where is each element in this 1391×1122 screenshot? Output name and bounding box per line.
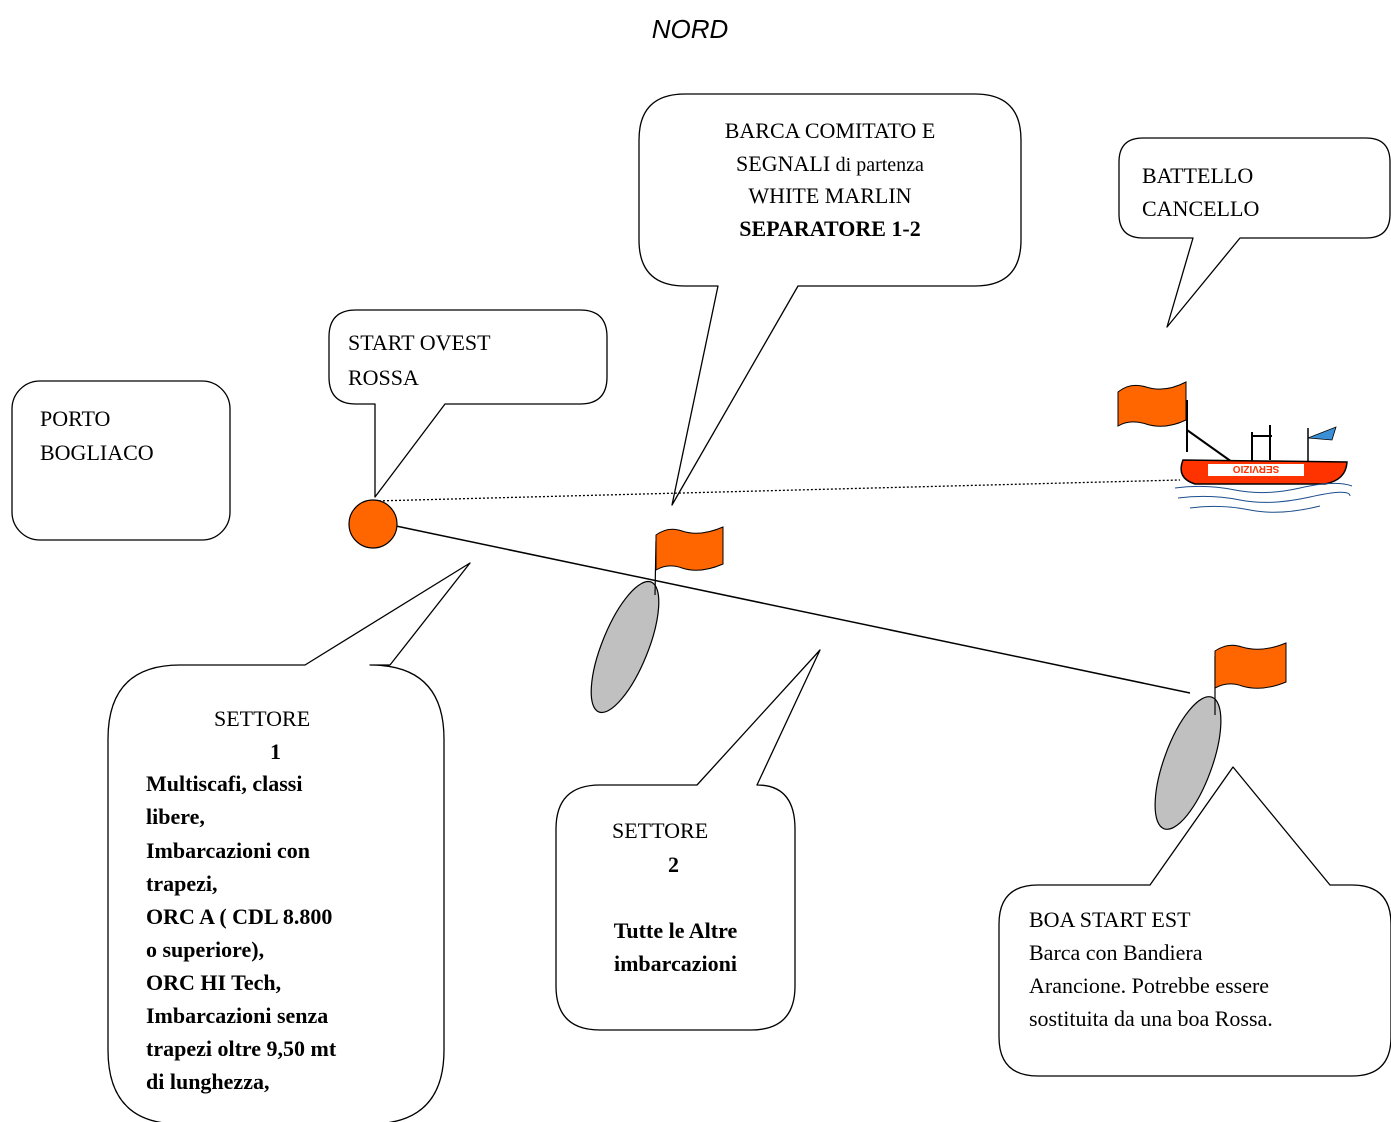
start-line [395,525,1191,694]
settore1-callout-box [107,562,471,1122]
start-est-flag [1214,642,1287,689]
settore2-title: SETTORE [612,818,709,843]
settore1-title: SETTORE [214,706,311,731]
settore2-number: 2 [668,852,679,877]
comitato-line-2: SEGNALI di partenza [639,151,1021,178]
battello-line-1: BATTELLO [1142,163,1254,188]
start-est-mark-boat [1154,696,1222,830]
settore1-line-2: libere, [146,804,205,829]
gate-boat-flag [1117,381,1187,427]
comitato-line-1: BARCA COMITATO E [724,118,936,143]
gate-boat-pennant [1307,426,1337,441]
boa-est-line-4: sostituita da una boa Rossa. [1029,1006,1273,1031]
comitato-di-partenza: di partenza [835,154,924,176]
battello-callout-box [1118,137,1391,328]
settore1-number: 1 [270,739,281,764]
separator-flag [655,526,724,571]
battello-line-2: CANCELLO [1142,196,1260,221]
gate-boat-water [1174,482,1353,513]
start-ovest-line-2: ROSSA [348,365,419,390]
boa-est-line-3: Arancione. Potrebbe essere [1029,973,1270,998]
start-ovest-line-1: START OVEST [348,330,491,355]
gate-boat-name-band [1208,464,1304,476]
dotted-start-line [374,479,1181,502]
porto-line-2: BOGLIACO [40,440,154,465]
settore2-line-2: imbarcazioni [613,951,738,976]
start-ovest-callout-box [328,309,608,498]
settore1-line-7: ORC HI Tech, [146,970,282,995]
start-ovest-buoy [348,499,398,549]
settore1-line-10: di lunghezza, [146,1069,270,1094]
boa-est-line-1: BOA START EST [1029,907,1191,932]
settore2-callout-box [555,649,821,1031]
comitato-separatore: SEPARATORE 1-2 [739,216,921,241]
comitato-line-3: WHITE MARLIN [748,183,912,208]
boa-est-line-2: Barca con Bandiera [1029,940,1203,965]
settore2-line-1: Tutte le Altre [613,918,738,943]
north-label: NORD [651,14,729,44]
settore1-line-9: trapezi oltre 9,50 mt [146,1036,337,1061]
settore1-line-8: Imbarcazioni senza [146,1003,329,1028]
comitato-callout-box [638,93,1022,506]
gate-boat-name: SERVIZIO [1233,463,1280,474]
settore1-line-1: Multiscafi, classi [146,771,303,796]
separator-mark-boat [590,580,660,714]
settore1-line-3: Imbarcazioni con [146,838,310,863]
boa-est-callout-box [998,766,1391,1077]
settore1-line-5: ORC A ( CDL 8.800 [146,904,333,929]
porto-line-1: PORTO [40,406,111,431]
porto-callout-box [11,380,231,541]
settore1-line-6: o superiore), [146,937,265,962]
gate-boat-illustration: SERVIZIO [1117,381,1353,513]
gate-boat-rigging [1186,425,1272,463]
comitato-segnali: SEGNALI [736,151,831,176]
settore1-line-4: trapezi, [146,871,218,896]
